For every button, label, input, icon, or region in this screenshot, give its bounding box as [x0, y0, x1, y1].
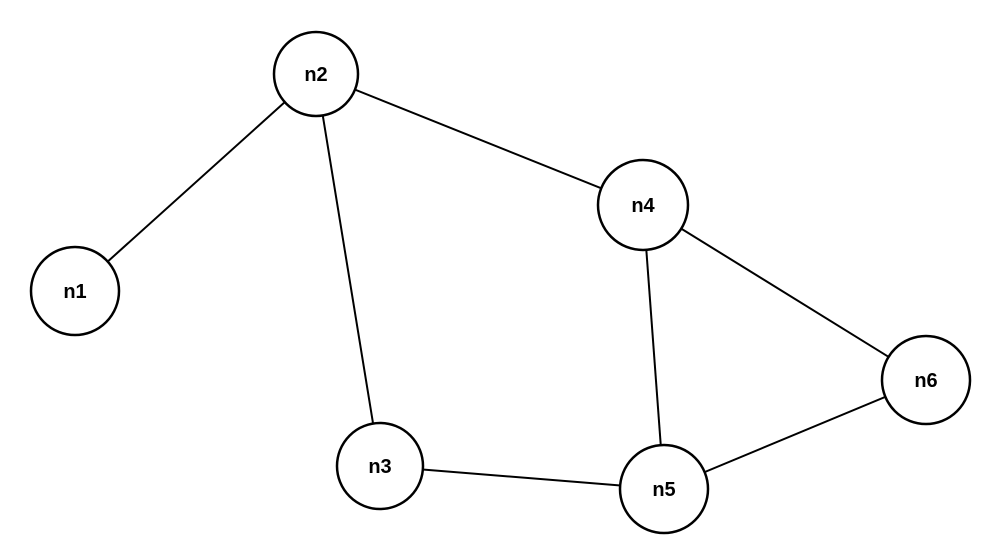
graph-node-circle-n2 — [272, 30, 360, 118]
graph-node-label-n5: n5 — [652, 479, 675, 501]
graph-node-label-n4: n4 — [631, 195, 655, 217]
nodes-layer: n1 n2 n3 n4 n5 n6 — [29, 30, 972, 535]
graph-edge-n1-n2 — [74, 73, 317, 292]
graph-node-circle-n1 — [29, 245, 121, 337]
graph-edge-n3-n5 — [379, 465, 665, 490]
graph-node-n1: n1 — [29, 245, 121, 337]
graph-edge-n5-n6 — [663, 379, 927, 490]
graph-node-label-n3: n3 — [368, 456, 391, 478]
graph-node-n2: n2 — [272, 30, 360, 118]
graph-node-circle-n5 — [618, 443, 710, 535]
graph-edge-n4-n5 — [642, 204, 665, 490]
graph-node-circle-n4 — [596, 158, 690, 252]
graph-node-label-n1: n1 — [63, 281, 86, 303]
graph-node-n4: n4 — [596, 158, 690, 252]
graph-edge-n4-n6 — [642, 204, 927, 381]
graph-node-n5: n5 — [618, 443, 710, 535]
graph-edge-n2-n3 — [315, 73, 381, 467]
graph-node-label-n6: n6 — [914, 370, 937, 392]
graph-node-circle-n3 — [335, 421, 425, 511]
graph-node-n6: n6 — [880, 334, 972, 426]
graph-edge-n2-n4 — [315, 73, 644, 206]
graph-node-label-n2: n2 — [304, 64, 327, 86]
graph-node-n3: n3 — [335, 421, 425, 511]
edges-layer — [74, 73, 927, 490]
graph-node-circle-n6 — [880, 334, 972, 426]
